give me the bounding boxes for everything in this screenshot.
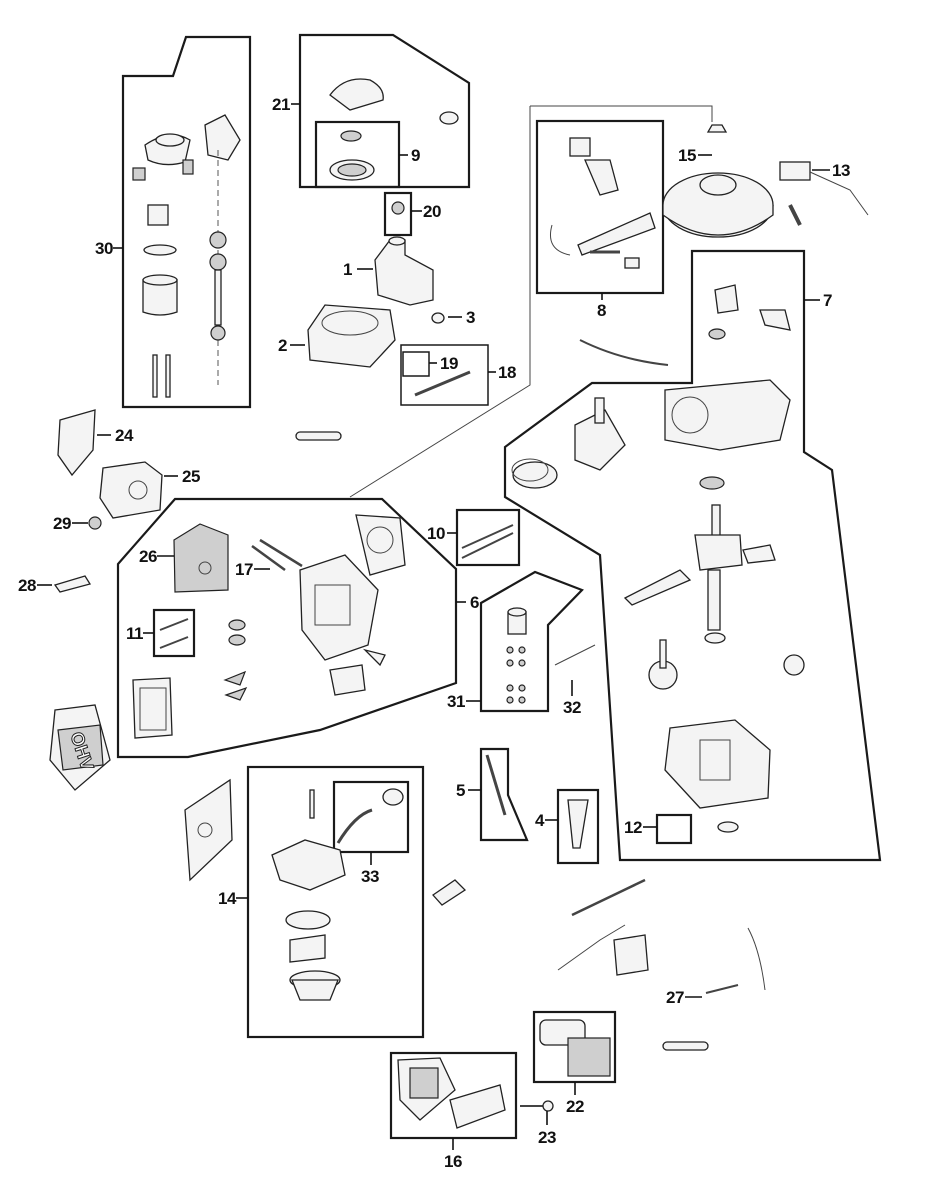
callout-22: 22 bbox=[566, 1097, 584, 1116]
callout-3: 3 bbox=[466, 308, 475, 327]
piston-and-rings bbox=[511, 397, 626, 489]
group-box-7-crankcase bbox=[503, 249, 882, 862]
group-box-19 bbox=[402, 351, 430, 377]
callouts: 1 2 3 4 5 6 7 8 9 10 11 12 13 bbox=[18, 95, 850, 1171]
callout-29: 29 bbox=[53, 514, 71, 533]
callout-13: 13 bbox=[832, 161, 850, 180]
insulator-gasket bbox=[432, 879, 467, 906]
air-cleaner bbox=[397, 1057, 506, 1129]
carburetor bbox=[271, 789, 346, 1001]
callout-20: 20 bbox=[423, 202, 441, 221]
group-box-14-carburetor bbox=[246, 765, 425, 1039]
callout-24: 24 bbox=[115, 426, 134, 445]
pushrods bbox=[461, 524, 514, 559]
callout-5: 5 bbox=[456, 781, 465, 800]
part-5-dipstick bbox=[485, 754, 507, 816]
air-filter-element bbox=[567, 1037, 611, 1077]
callout-25: 25 bbox=[182, 467, 200, 486]
valves bbox=[159, 618, 189, 649]
callout-33: 33 bbox=[361, 867, 379, 886]
group-box-11-valves bbox=[152, 608, 196, 658]
callout-21: 21 bbox=[272, 95, 290, 114]
callout-31: 31 bbox=[447, 692, 465, 711]
group-box-8-governor bbox=[535, 119, 665, 295]
part-1-blower-housing bbox=[374, 239, 434, 306]
governor-parts bbox=[550, 137, 656, 269]
callout-15: 15 bbox=[678, 146, 696, 165]
part-2-cylinder-shroud bbox=[307, 304, 396, 368]
callout-7: 7 bbox=[823, 291, 832, 310]
fuel-solenoid bbox=[506, 607, 596, 704]
callout-30: 30 bbox=[95, 239, 113, 258]
group-box-12 bbox=[655, 813, 693, 845]
callout-9: 9 bbox=[411, 146, 420, 165]
callout-14: 14 bbox=[218, 889, 237, 908]
group-box-31-solenoid bbox=[479, 570, 584, 713]
throttle-linkage bbox=[557, 878, 766, 1051]
callout-12: 12 bbox=[624, 818, 642, 837]
flywheel-group-outline bbox=[349, 105, 713, 498]
callout-32: 32 bbox=[563, 698, 581, 717]
callout-1: 1 bbox=[343, 260, 352, 279]
cylinder-head-parts bbox=[132, 514, 406, 739]
carburetor-gasket bbox=[184, 778, 233, 882]
recoil-starter-parts bbox=[329, 78, 459, 181]
ignition-coil bbox=[779, 161, 869, 226]
part-26-heat-shield bbox=[173, 523, 229, 593]
part-25-muffler bbox=[99, 461, 163, 519]
part-4-oil-fill-tube bbox=[567, 799, 589, 849]
part-28-spark-plug bbox=[53, 575, 92, 593]
group-box-21-recoil-starter bbox=[298, 33, 471, 189]
group-box-5-dipstick bbox=[479, 747, 529, 842]
callout-18: 18 bbox=[498, 363, 516, 382]
group-box-20 bbox=[383, 191, 413, 237]
group-box-18 bbox=[400, 344, 489, 406]
callout-8: 8 bbox=[597, 301, 606, 320]
part-29-spark-arrestor-screen bbox=[88, 516, 102, 530]
part-33-fuel-line bbox=[336, 808, 373, 844]
link-rod bbox=[295, 431, 342, 441]
callout-19: 19 bbox=[440, 354, 458, 373]
callout-17: 17 bbox=[235, 560, 253, 579]
callout-27: 27 bbox=[666, 988, 684, 1007]
starter-motor-parts bbox=[132, 114, 241, 398]
part-24-muffler-guard bbox=[57, 409, 96, 477]
callout-16: 16 bbox=[444, 1152, 462, 1171]
callout-23: 23 bbox=[538, 1128, 556, 1147]
callout-26: 26 bbox=[139, 547, 157, 566]
callout-28: 28 bbox=[18, 576, 36, 595]
part-3 bbox=[431, 312, 445, 324]
part-18-pin bbox=[414, 370, 471, 397]
callout-11: 11 bbox=[126, 624, 143, 643]
group-box-4-oil-fill bbox=[556, 788, 600, 865]
callout-2: 2 bbox=[278, 336, 287, 355]
group-box-6-cylinder-head bbox=[116, 497, 458, 759]
group-box-30-starter bbox=[121, 35, 252, 409]
part-20 bbox=[391, 201, 405, 215]
valve-cover: OHV bbox=[49, 704, 111, 791]
callout-6: 6 bbox=[470, 593, 479, 612]
callout-10: 10 bbox=[427, 524, 445, 543]
callout-4: 4 bbox=[535, 811, 545, 830]
crankcase-parts bbox=[623, 284, 805, 833]
group-box-10-pushrods bbox=[455, 508, 521, 567]
flywheel bbox=[662, 124, 774, 238]
governor-link bbox=[579, 339, 669, 366]
